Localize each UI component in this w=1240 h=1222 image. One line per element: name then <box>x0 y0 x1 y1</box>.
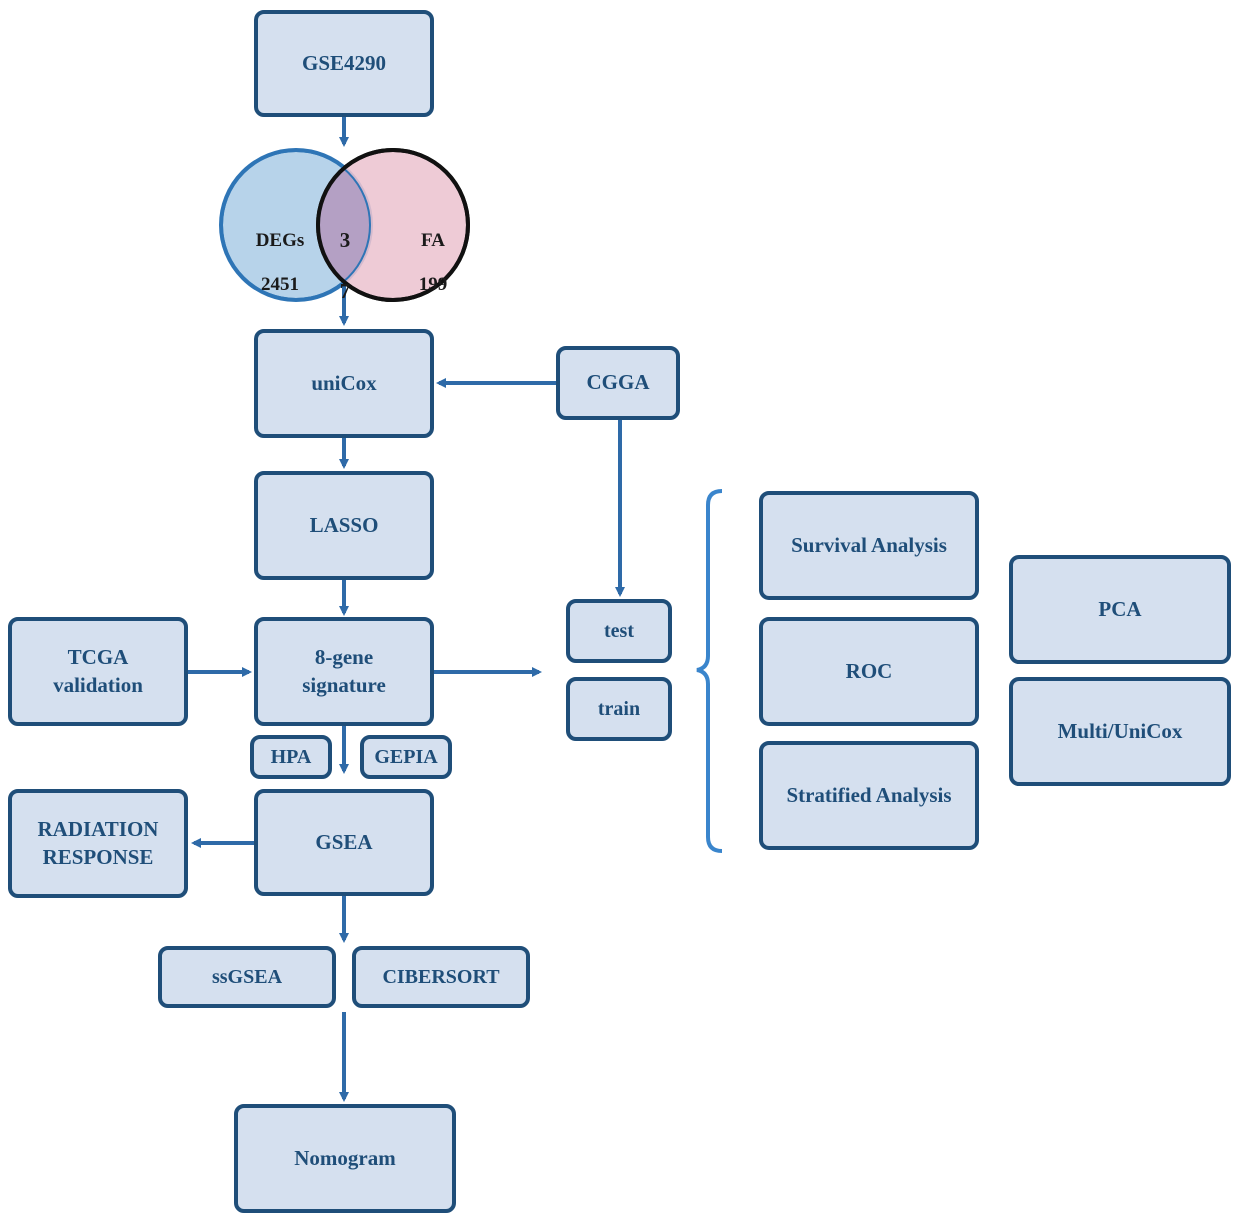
signature-node: 8-gene signature <box>254 617 434 726</box>
pca-node: PCA <box>1009 555 1231 664</box>
venn-degs-name: DEGs <box>255 229 305 251</box>
ssgsea-node: ssGSEA <box>158 946 336 1008</box>
venn-overlap-bottom: 7 <box>339 278 351 303</box>
nomogram-node: Nomogram <box>234 1104 456 1213</box>
radiation-response-node: RADIATION RESPONSE <box>8 789 188 898</box>
stratified-analysis-node: Stratified Analysis <box>759 741 979 850</box>
cibersort-node: CIBERSORT <box>352 946 530 1008</box>
multi-unicox-node: Multi/UniCox <box>1009 677 1231 786</box>
hpa-node: HPA <box>250 735 332 779</box>
gse4290-node: GSE4290 <box>254 10 434 117</box>
venn-degs-count: 2451 <box>261 273 299 295</box>
bracket-brace <box>696 489 723 853</box>
gepia-node: GEPIA <box>360 735 452 779</box>
survival-analysis-node: Survival Analysis <box>759 491 979 600</box>
venn-fa-count: 199 <box>418 273 448 295</box>
cgga-node: CGGA <box>556 346 680 420</box>
venn-overlap-label: 3 7 <box>330 203 360 329</box>
tcga-validation-node: TCGA validation <box>8 617 188 726</box>
venn-fa-label: FA 199 <box>398 208 468 317</box>
venn-overlap-top: 3 <box>339 228 351 253</box>
train-node: train <box>566 677 672 741</box>
unicox-node: uniCox <box>254 329 434 438</box>
test-node: test <box>566 599 672 663</box>
roc-node: ROC <box>759 617 979 726</box>
venn-overlap <box>318 150 371 300</box>
venn-fa-name: FA <box>421 229 445 251</box>
gsea-node: GSEA <box>254 789 434 896</box>
lasso-node: LASSO <box>254 471 434 580</box>
venn-degs-label: DEGs 2451 <box>240 208 320 317</box>
